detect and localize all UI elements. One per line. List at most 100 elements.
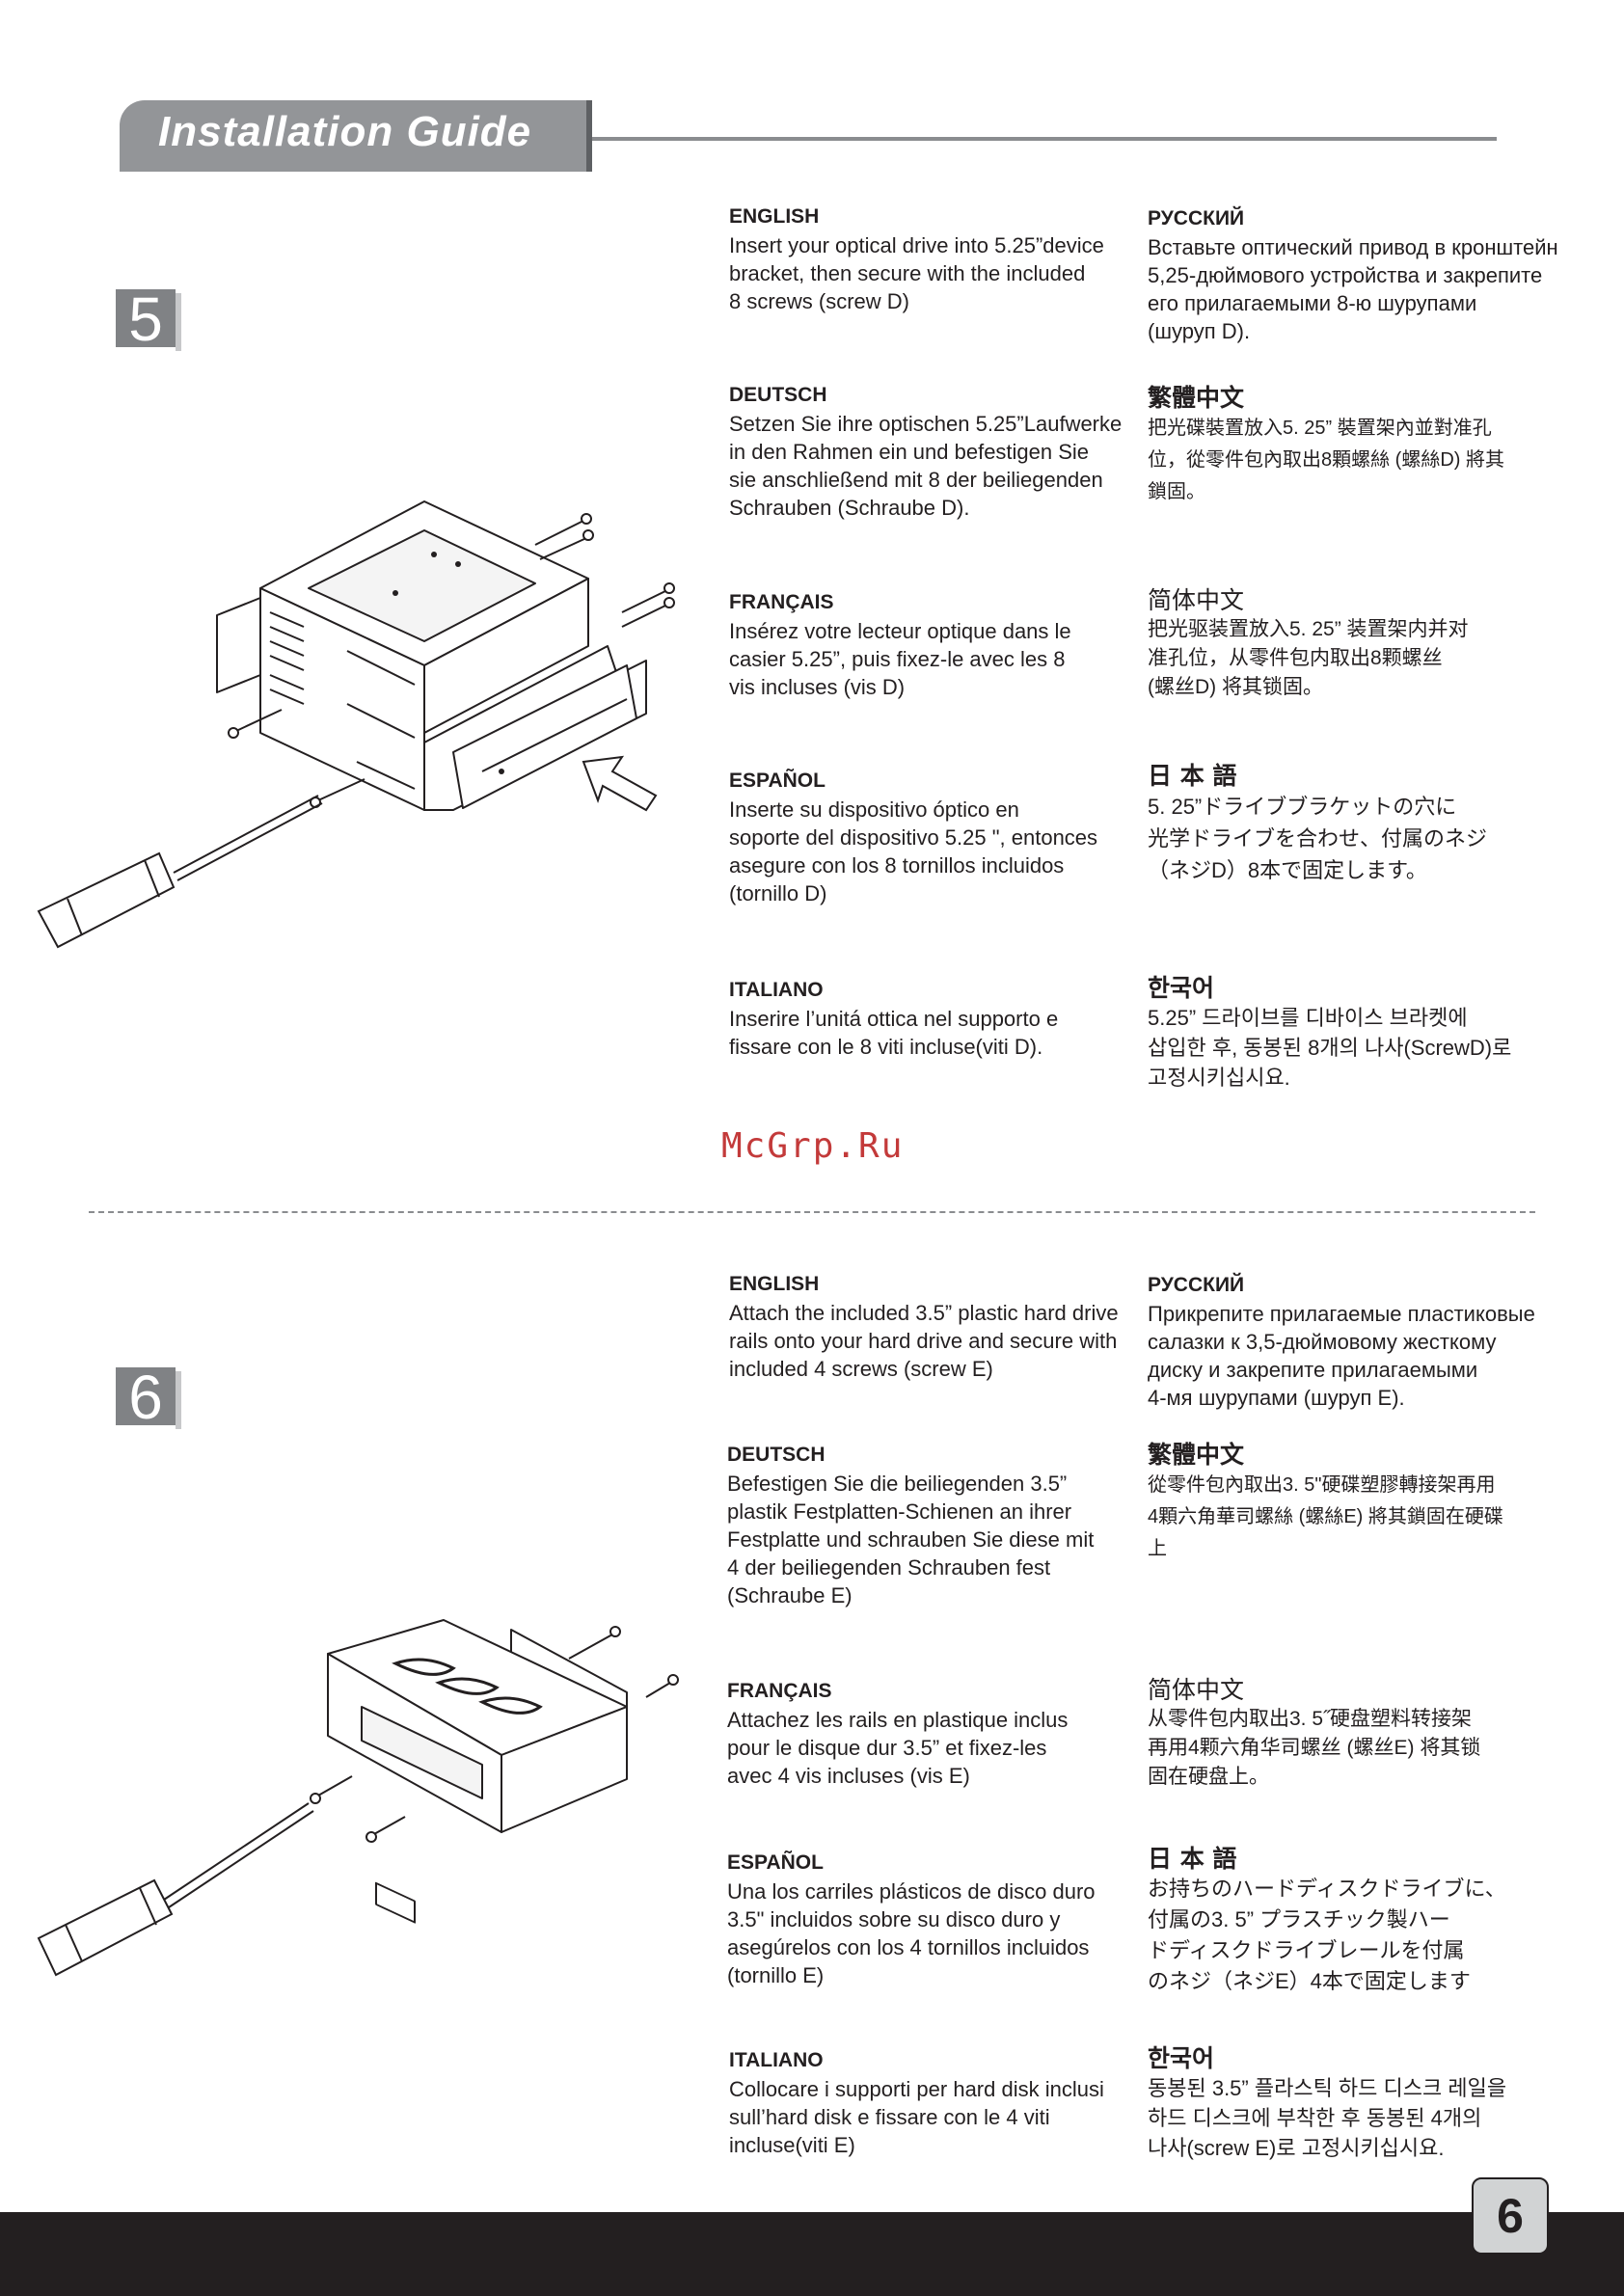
lang-heading: ESPAÑOL: [729, 770, 826, 792]
text-line: included 4 screws (screw E): [729, 1357, 993, 1381]
text-line: Прикрепите прилагаемые пластиковые: [1148, 1302, 1535, 1326]
step5-korean: 한국어 5.25” 드라이브를 디바이스 브라켓에 삽입한 후, 동봉된 8개의…: [1148, 974, 1511, 1093]
text-line: 再用4颗六角华司螺丝 (螺丝E) 将其锁: [1148, 1737, 1481, 1759]
text-line: 5.25” 드라이브를 디바이스 브라켓에: [1148, 1006, 1468, 1030]
text-line: (Schraube E): [727, 1583, 853, 1607]
text-line: 3.5" incluidos sobre su disco duro y: [727, 1907, 1061, 1931]
step6-russian: РУССКИЙ Прикрепите прилагаемые пластиков…: [1148, 1271, 1535, 1412]
step5-italiano: ITALIANO Inserire l’unitá ottica nel sup…: [729, 976, 1058, 1061]
step6-espanol: ESPAÑOL Una los carriles plásticos de di…: [727, 1849, 1096, 1989]
text-line: 5. 25”ドライブブラケットの穴に: [1148, 795, 1457, 819]
lang-heading: 简体中文: [1148, 586, 1245, 614]
text-line: салазки к 3,5-дюймовому жесткому: [1148, 1330, 1497, 1354]
text-line: 固在硬盘上。: [1148, 1766, 1269, 1788]
text-line: (tornillo D): [729, 881, 827, 905]
text-line: pour le disque dur 3.5” et fixez-les: [727, 1736, 1047, 1760]
text-line: (tornillo E): [727, 1963, 825, 1987]
optical-drive-bracket-illustration: [37, 500, 675, 949]
step5-simp-chinese: 简体中文 把光驱装置放入5. 25” 装置架内并对 准孔位，从零件包内取出8颗螺…: [1148, 586, 1469, 702]
text-line: Una los carriles plásticos de disco duro: [727, 1879, 1096, 1904]
text-line: Inserte su dispositivo óptico en: [729, 797, 1019, 822]
lang-heading: РУССКИЙ: [1148, 207, 1245, 230]
text-line: Schrauben (Schraube D).: [729, 496, 970, 520]
text-line: vis incluses (vis D): [729, 675, 906, 699]
lang-heading: 한국어: [1148, 2044, 1215, 2072]
text-line: （ネジD）8本で固定します。: [1148, 858, 1427, 882]
text-line: in den Rahmen ein und befestigen Sie: [729, 440, 1090, 464]
lang-heading: ENGLISH: [729, 1273, 820, 1295]
lang-heading: РУССКИЙ: [1148, 1274, 1245, 1296]
lang-heading: 한국어: [1148, 974, 1215, 1002]
text-line: sie anschließend mit 8 der beiliegenden: [729, 468, 1103, 492]
step5-japanese: 日 本 語 5. 25”ドライブブラケットの穴に 光学ドライブを合わせ、付属のネ…: [1148, 762, 1487, 886]
step6-english: ENGLISH Attach the included 3.5” plastic…: [729, 1270, 1119, 1383]
text-line: Inserire l’unitá ottica nel supporto e: [729, 1007, 1059, 1031]
text-line: avec 4 vis incluses (vis E): [727, 1764, 970, 1788]
footer-bar: [0, 2212, 1624, 2296]
page-title: Installation Guide: [158, 108, 532, 155]
hdd-rail-illustration: [37, 1619, 679, 1977]
text-line: のネジ（ネジE）4本で固定します: [1148, 1969, 1471, 1993]
text-line: 5,25-дюймового устройства и закрепите: [1148, 263, 1543, 287]
header-rule: [592, 137, 1497, 141]
text-line: 삽입한 후, 동봉된 8개의 나사(ScrewD)로: [1148, 1036, 1512, 1060]
text-line: rails onto your hard drive and secure wi…: [729, 1329, 1118, 1353]
lang-heading: 日 本 語: [1148, 762, 1237, 790]
text-line: 고정시키십시요.: [1148, 1066, 1290, 1090]
text-line: 光学ドライブを合わせ、付属のネジ: [1148, 826, 1488, 851]
lang-heading: ENGLISH: [729, 205, 820, 228]
step5-trad-chinese: 繁體中文 把光碟裝置放入5. 25” 裝置架內並對准孔 位，從零件包內取出8顆螺…: [1148, 384, 1504, 508]
text-line: Befestigen Sie die beiliegenden 3.5”: [727, 1472, 1068, 1496]
lang-heading: ESPAÑOL: [727, 1851, 824, 1874]
lang-heading: DEUTSCH: [727, 1444, 826, 1466]
text-line: 나사(screw E)로 고정시키십시요.: [1148, 2136, 1445, 2160]
step-number-badge: 5: [116, 288, 181, 351]
text-line: asegure con los 8 tornillos incluidos: [729, 853, 1065, 878]
text-line: soporte del dispositivo 5.25 ", entonces: [729, 825, 1098, 850]
text-line: его прилагаемыми 8-ю шурупами: [1148, 291, 1477, 315]
step5-english: ENGLISH Insert your optical drive into 5…: [729, 203, 1104, 315]
text-line: sull’hard disk e fissare con le 4 viti: [729, 2105, 1050, 2129]
watermark: McGrp.Ru: [721, 1126, 905, 1166]
step6-trad-chinese: 繁體中文 從零件包內取出3. 5"硬碟塑膠轉接架再用 4顆六角華司螺絲 (螺絲E…: [1148, 1441, 1503, 1565]
step5-deutsch: DEUTSCH Setzen Sie ihre optischen 5.25”L…: [729, 381, 1122, 522]
text-line: 把光碟裝置放入5. 25” 裝置架內並對准孔: [1148, 418, 1492, 439]
step6-korean: 한국어 동봉된 3.5” 플라스틱 하드 디스크 레일을 하드 디스크에 부착한…: [1148, 2044, 1506, 2163]
step5-francais: FRANÇAIS Insérez votre lecteur optique d…: [729, 588, 1071, 701]
lang-heading: ITALIANO: [729, 2049, 824, 2071]
lang-heading: ITALIANO: [729, 979, 824, 1001]
text-line: 鎖固。: [1148, 481, 1205, 502]
lang-heading: 简体中文: [1148, 1676, 1245, 1704]
text-line: お持ちのハードディスクドライブに、: [1148, 1877, 1506, 1901]
text-line: 동봉된 3.5” 플라스틱 하드 디스크 레일을: [1148, 2076, 1507, 2100]
text-line: 付属の3. 5” プラスチック製ハー: [1148, 1907, 1450, 1931]
text-line: (шуруп D).: [1148, 319, 1251, 343]
text-line: 從零件包內取出3. 5"硬碟塑膠轉接架再用: [1148, 1474, 1496, 1496]
text-line: bracket, then secure with the included: [729, 261, 1086, 285]
text-line: Setzen Sie ihre optischen 5.25”Laufwerke: [729, 412, 1123, 436]
step5-espanol: ESPAÑOL Inserte su dispositivo óptico en…: [729, 767, 1097, 907]
text-line: Вставьте оптический привод в кронштейн: [1148, 235, 1558, 259]
text-line: Attach the included 3.5” plastic hard dr…: [729, 1301, 1119, 1325]
lang-heading: 日 本 語: [1148, 1845, 1237, 1873]
text-line: Insérez votre lecteur optique dans le: [729, 619, 1071, 643]
step-number-badge: 6: [116, 1366, 181, 1429]
text-line: 位，從零件包內取出8顆螺絲 (螺絲D) 將其: [1148, 449, 1504, 471]
step6-simp-chinese: 简体中文 从零件包内取出3. 5˝硬盘塑料转接架 再用4颗六角华司螺丝 (螺丝E…: [1148, 1676, 1480, 1792]
text-line: диску и закрепите прилагаемыми: [1148, 1358, 1478, 1382]
text-line: 4 der beiliegenden Schrauben fest: [727, 1555, 1051, 1580]
text-line: 하드 디스크에 부착한 후 동봉된 4개의: [1148, 2106, 1482, 2130]
header-tab: [120, 100, 592, 172]
text-line: 4-мя шурупами (шуруп E).: [1148, 1386, 1405, 1410]
text-line: incluse(viti E): [729, 2133, 855, 2157]
lang-heading: FRANÇAIS: [727, 1680, 832, 1702]
page-number: 6: [1472, 2177, 1549, 2255]
text-line: 4顆六角華司螺絲 (螺絲E) 將其鎖固在硬碟: [1148, 1506, 1503, 1527]
text-line: fissare con le 8 viti incluse(viti D).: [729, 1035, 1043, 1059]
text-line: 从零件包内取出3. 5˝硬盘塑料转接架: [1148, 1708, 1473, 1730]
step6-francais: FRANÇAIS Attachez les rails en plastique…: [727, 1677, 1068, 1790]
text-line: 8 screws (screw D): [729, 289, 910, 313]
text-line: casier 5.25”, puis fixez-le avec les 8: [729, 647, 1066, 671]
text-line: asegúrelos con los 4 tornillos incluidos: [727, 1935, 1090, 1959]
lang-heading: FRANÇAIS: [729, 591, 834, 613]
